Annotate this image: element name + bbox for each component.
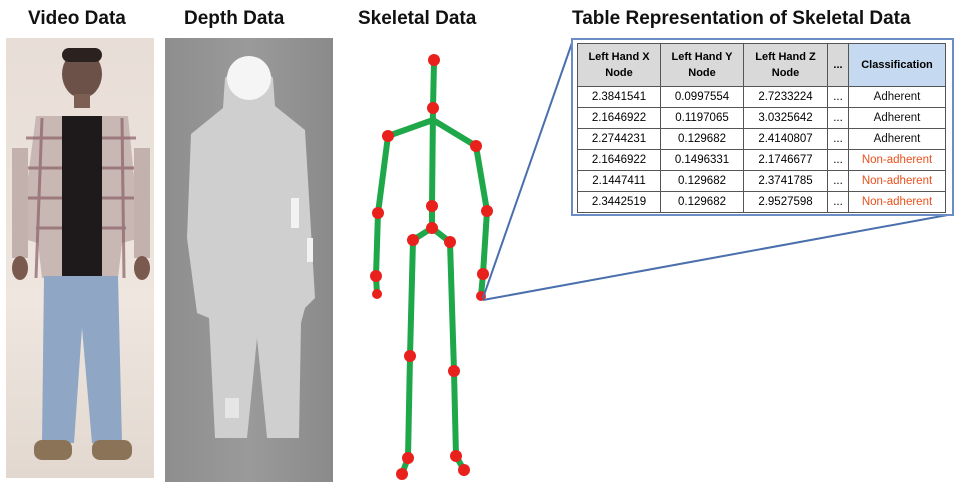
cell-classification: Non-adherent (848, 170, 946, 192)
joint-right-hip (444, 236, 456, 248)
cell-left-hand-x: 2.1646922 (577, 107, 661, 129)
joint-left-knee (404, 350, 416, 362)
joint-left-foot (396, 468, 408, 480)
skeleton-figure (370, 54, 493, 480)
joint-right-elbow (481, 205, 493, 217)
bone (430, 59, 437, 111)
bone (473, 143, 490, 214)
column-header-left-hand-x: Left Hand X Node (577, 43, 661, 87)
cell-classification: Adherent (848, 128, 946, 150)
joint-hip-center (426, 222, 438, 234)
skeletal-data-table: Left Hand X Node Left Hand Y Node Left H… (577, 43, 946, 213)
bone (447, 239, 457, 374)
column-header-ellipsis: ... (827, 43, 849, 87)
joint-right-wrist (477, 268, 489, 280)
joint-left-hand (372, 289, 382, 299)
cell-left-hand-x: 2.1646922 (577, 149, 661, 171)
cell-left-hand-y: 0.0997554 (660, 86, 744, 108)
cell-left-hand-x: 2.1447411 (577, 170, 661, 192)
joint-right-ankle (450, 450, 462, 462)
bone (373, 210, 381, 279)
depth-map-image (165, 38, 333, 482)
joint-head (428, 54, 440, 66)
table-title: Table Representation of Skeletal Data (572, 8, 911, 29)
cell-left-hand-y: 0.1496331 (660, 149, 744, 171)
cell-ellipsis: ... (827, 191, 849, 213)
cell-ellipsis: ... (827, 170, 849, 192)
joint-neck (427, 102, 439, 114)
depth-data-title: Depth Data (184, 8, 285, 29)
cell-left-hand-y: 0.1197065 (660, 107, 744, 129)
cell-left-hand-x: 2.2744231 (577, 128, 661, 150)
joint-left-wrist (370, 270, 382, 282)
cell-left-hand-z: 2.9527598 (743, 191, 828, 213)
cell-ellipsis: ... (827, 107, 849, 129)
bone (375, 133, 391, 216)
cell-left-hand-z: 2.1746677 (743, 149, 828, 171)
cell-classification: Non-adherent (848, 191, 946, 213)
joint-spine (426, 200, 438, 212)
table-header-row: Left Hand X Node Left Hand Y Node Left H… (577, 43, 946, 87)
skeletal-data-table-frame: Left Hand X Node Left Hand Y Node Left H… (571, 38, 954, 216)
cell-ellipsis: ... (827, 86, 849, 108)
cell-left-hand-z: 2.4140807 (743, 128, 828, 150)
bone (429, 105, 436, 209)
joint-right-hand (476, 291, 486, 301)
bone (451, 368, 459, 459)
cell-ellipsis: ... (827, 149, 849, 171)
bone (385, 117, 436, 139)
cell-left-hand-z: 3.0325642 (743, 107, 828, 129)
cell-left-hand-y: 0.129682 (660, 191, 744, 213)
cell-left-hand-z: 2.3741785 (743, 170, 828, 192)
cell-classification: Adherent (848, 86, 946, 108)
cell-left-hand-z: 2.7233224 (743, 86, 828, 108)
column-header-left-hand-y: Left Hand Y Node (660, 43, 744, 87)
joint-right-foot (458, 464, 470, 476)
joint-left-shoulder (382, 130, 394, 142)
cell-left-hand-y: 0.129682 (660, 170, 744, 192)
bone (407, 237, 416, 359)
cell-classification: Adherent (848, 107, 946, 129)
joint-right-knee (448, 365, 460, 377)
video-frame-image (6, 38, 154, 478)
column-header-classification: Classification (848, 43, 946, 87)
cell-left-hand-x: 2.3442519 (577, 191, 661, 213)
joint-left-ankle (402, 452, 414, 464)
joint-left-hip (407, 234, 419, 246)
joint-left-elbow (372, 207, 384, 219)
bone (405, 353, 413, 461)
cell-left-hand-y: 0.129682 (660, 128, 744, 150)
cell-classification: Non-adherent (848, 149, 946, 171)
connector-line-bottom (482, 213, 954, 301)
column-header-left-hand-z: Left Hand Z Node (743, 43, 828, 87)
bone (480, 208, 490, 277)
cell-left-hand-x: 2.3841541 (577, 86, 661, 108)
joint-right-shoulder (470, 140, 482, 152)
skeletal-data-title: Skeletal Data (358, 8, 477, 29)
cell-ellipsis: ... (827, 128, 849, 150)
bone (430, 117, 479, 149)
video-data-title: Video Data (28, 8, 126, 29)
